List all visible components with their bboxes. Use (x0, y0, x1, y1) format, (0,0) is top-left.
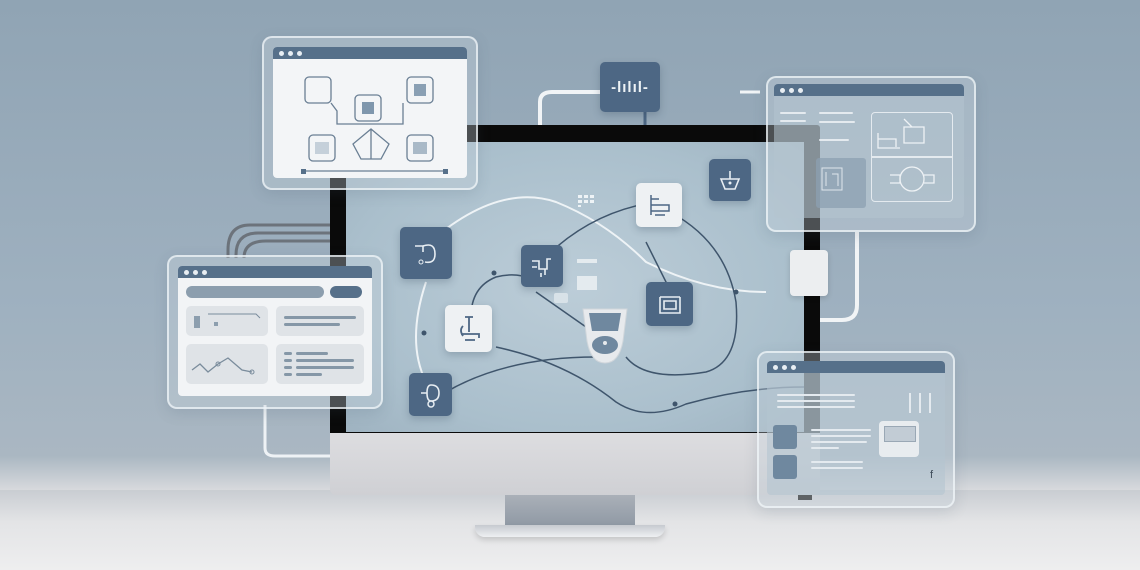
network-icon (773, 425, 797, 449)
titlebar (767, 361, 945, 373)
monitor-stand-neck (505, 495, 635, 530)
screen-bar (577, 259, 597, 263)
line-chart-icon (191, 357, 255, 375)
node-microscope[interactable] (445, 305, 492, 352)
screen-block (577, 276, 597, 290)
node-robot-arm[interactable] (400, 227, 452, 279)
window-flowchart (273, 47, 467, 178)
robot-arm-icon (415, 244, 436, 265)
node-touch-pointer[interactable] (409, 373, 452, 416)
circuit-card (816, 158, 866, 208)
search-input[interactable] (186, 286, 324, 298)
card-settings (186, 306, 268, 336)
diagram-glyphs (877, 118, 935, 192)
audio-badge[interactable]: -lılıl- (600, 62, 660, 112)
panel-top-right[interactable] (766, 76, 976, 232)
titlebar (273, 47, 467, 59)
pipe-network-icon (532, 258, 551, 277)
window-text-cards (774, 84, 964, 218)
window-dashboard (178, 266, 372, 396)
flowchart-diagram (301, 76, 448, 174)
basket-icon (719, 171, 741, 190)
diagram-card (871, 112, 953, 202)
panel-top-left[interactable] (262, 36, 478, 190)
node-layers-window[interactable] (646, 282, 693, 326)
node-pipe-network[interactable] (521, 245, 563, 287)
card-list (276, 344, 364, 384)
glyph-f: f (930, 469, 934, 481)
device-card (879, 421, 919, 457)
titlebar (178, 266, 372, 278)
node-hierarchy[interactable] (636, 183, 682, 227)
node-controller-device[interactable] (579, 305, 631, 367)
window-list: f (767, 361, 945, 495)
screen-chip (554, 293, 568, 303)
controller-device-icon (582, 308, 628, 364)
card-line-chart (186, 344, 268, 384)
panel-left[interactable] (167, 255, 383, 409)
connector-box (790, 250, 828, 296)
microscope-icon (459, 315, 480, 341)
node-basket[interactable] (709, 159, 751, 201)
toolbar-buttons[interactable] (330, 286, 362, 298)
grid-glyph (578, 195, 596, 207)
panel-bottom-right[interactable]: f (757, 351, 955, 508)
layers-window-icon (658, 296, 681, 314)
card-text (276, 306, 364, 336)
touch-pointer-icon (420, 383, 440, 408)
hierarchy-icon (650, 195, 670, 216)
titlebar (774, 84, 964, 96)
user-icon (773, 455, 797, 479)
monitor-chin (330, 433, 820, 495)
audio-waveform-icon: -lılıl- (611, 78, 649, 96)
monitor-stand-base (475, 525, 665, 537)
